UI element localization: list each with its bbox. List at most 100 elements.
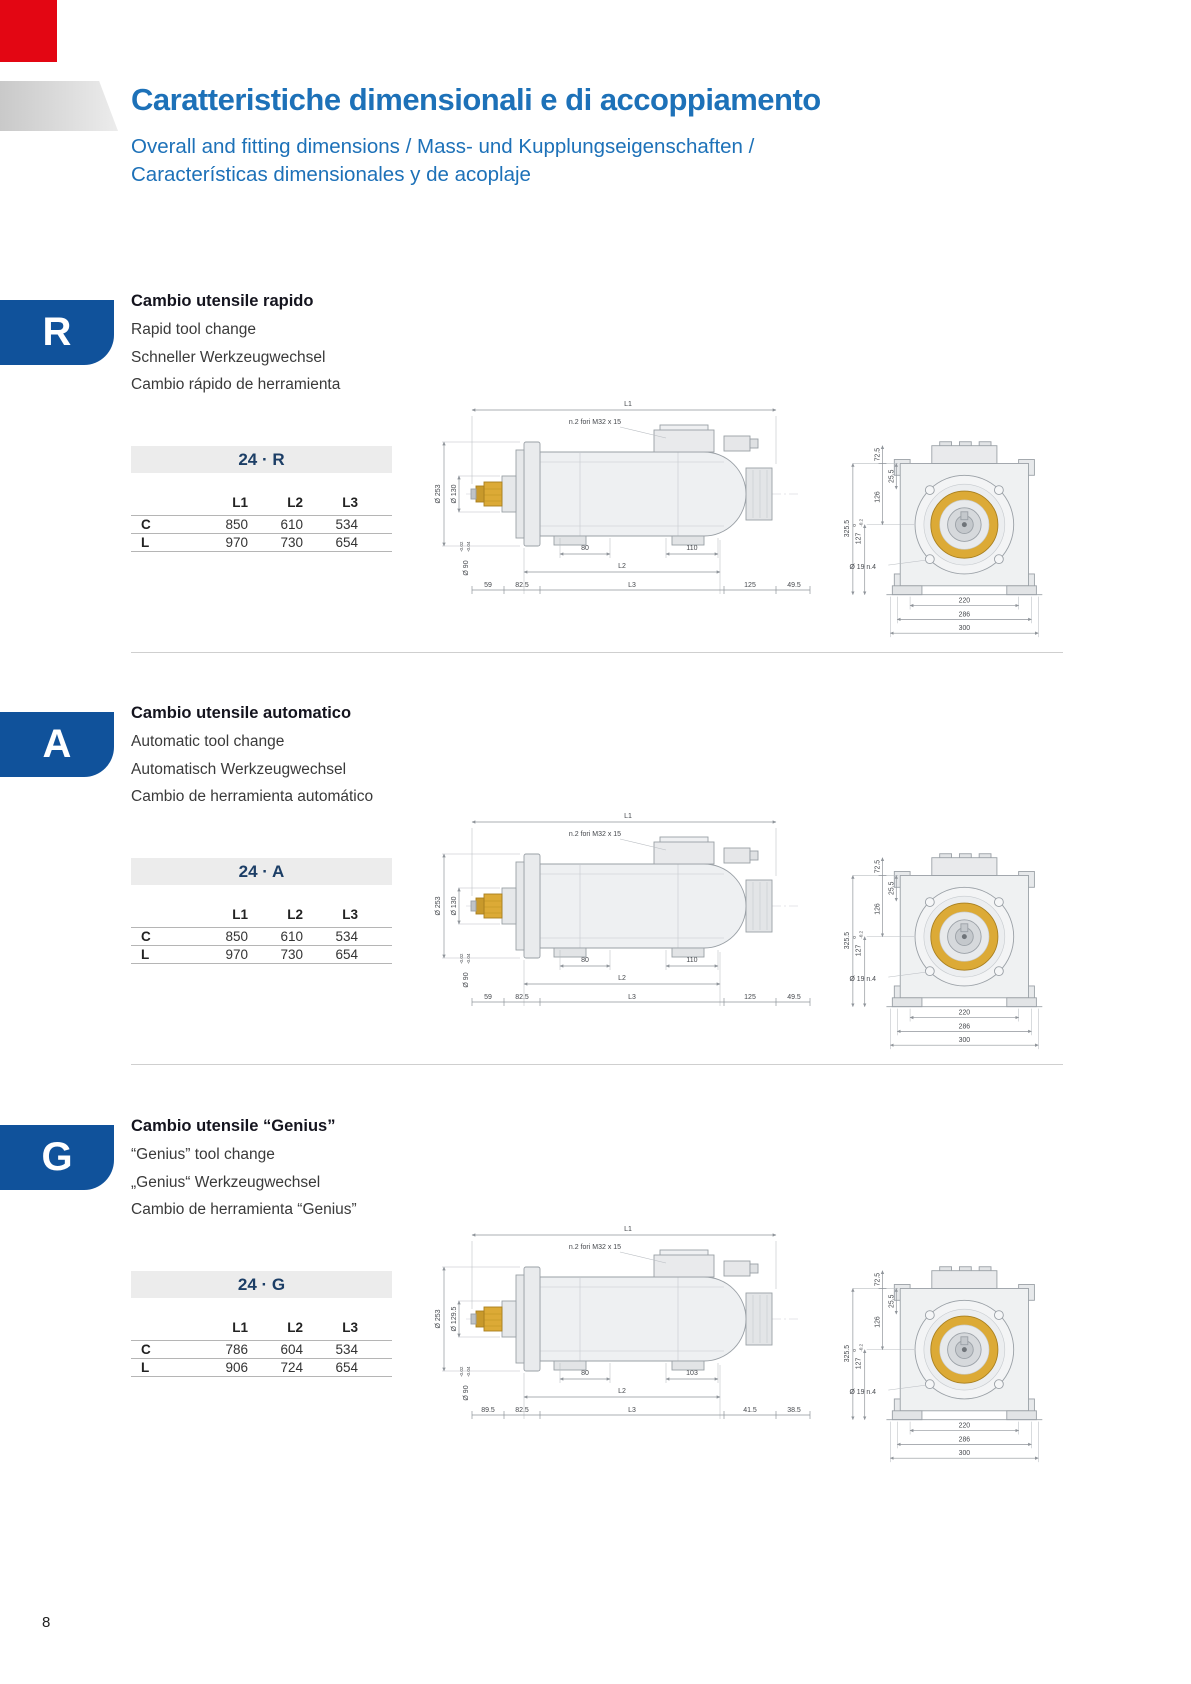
page-subtitle-line1: Overall and fitting dimensions / Mass- u… [131,135,755,158]
section-title: Cambio utensile “Genius” [131,1117,336,1135]
dim-mid-feature: 25.5 [888,469,895,483]
page-subtitle-line2: Características dimensionales y de acopl… [131,163,531,186]
shaft-tolerance-lower: -0.04 [466,1366,471,1377]
bolt-hole [994,1310,1004,1320]
page-title: Caratteristiche dimensionali e di accopp… [131,82,821,117]
dim-mid-feature: 25.5 [888,1294,895,1308]
spindle-nose [470,1266,541,1372]
dim-e: 41.5 [743,1407,757,1414]
svg-text:127: 127 [856,945,863,957]
connector-box [723,847,751,864]
table-row-c: C 850 610 534 [131,515,392,533]
dim-d: 82.5 [515,582,529,589]
row-label: L [141,947,150,962]
rear-cover [745,1292,773,1346]
side-view-drawing: L1 n.2 fori M32 x 15 Ø 253 Ø 130 Ø 90 -0… [435,813,811,1006]
terminal-box-front [931,857,998,876]
bolt-hole [924,897,935,907]
dim-flange-offset: 126 [875,1316,882,1328]
shaft-tip [470,900,477,912]
flange-circles [914,474,1015,575]
dim-flange-offset: 126 [875,903,882,915]
dim-shaft-diameter: Ø 90 -0.02 -0.04 [459,953,471,988]
bolt-hole [924,554,935,565]
section-title: Cambio utensile automatico [131,704,352,722]
dim-c: 59 [484,582,492,589]
tool-collet [483,893,503,919]
motor-body [539,1249,773,1371]
bolt-hole [994,966,1004,977]
shaft-tolerance-lower: -0.04 [466,953,471,964]
dim-nose-diameter: Ø 129.5 [451,1306,458,1331]
dim-holes-note: n.2 fori M32 x 15 [569,1244,621,1251]
page-number: 8 [42,1614,51,1631]
dim-width-2: 286 [959,1023,971,1030]
row-label: C [141,1342,151,1357]
dim-outer-diameter: Ø 253 [435,1309,442,1328]
cell-value: 906 [225,1360,248,1375]
table-title: 24 · G [131,1271,392,1298]
col-header-l1: L1 [232,907,248,922]
table-header-row: L1 L2 L3 [131,1298,392,1340]
keyway [960,923,969,933]
col-header-l1: L1 [232,495,248,510]
cell-value: 610 [280,517,303,532]
spec-table: 24 · A L1 L2 L3 C 850 610 534 L 970 730 … [131,858,392,964]
mounting-foot [553,1360,587,1371]
shaft-tolerance-upper: -0.02 [459,1366,464,1377]
col-header-l3: L3 [342,1320,358,1335]
dim-e: 125 [744,582,756,589]
dim-f: 49.5 [787,994,801,1001]
shaft-tolerance-upper: -0.02 [459,541,464,552]
mounting-foot [1006,585,1037,596]
col-header-l3: L3 [342,907,358,922]
table-row-l: L 970 730 654 [131,533,392,551]
svg-text:Ø 90: Ø 90 [463,560,470,575]
height-tolerance-upper: 0 [852,936,857,939]
section-title: Cambio utensile rapido [131,292,314,310]
terminal-box [653,429,715,453]
front-dimensions: 325.5 127 0 -0.2 72.5 126 25.5 Ø 19 n.4 … [844,857,1039,1050]
connector-box [723,435,751,452]
shaft-tip [470,1313,477,1325]
dim-shaft-height: 127 0 -0.2 [852,518,864,544]
shaft-tolerance-lower: -0.04 [466,541,471,552]
mounting-foot [891,997,923,1008]
cell-value: 730 [280,947,303,962]
spec-table: 24 · G L1 L2 L3 C 786 604 534 L 906 724 … [131,1271,392,1377]
translation-en: Rapid tool change [131,321,256,338]
dim-b: 110 [686,545,697,552]
col-header-l2: L2 [287,495,303,510]
collet-nut [475,485,485,503]
translation-en: Automatic tool change [131,733,285,750]
terminal-box [653,841,715,865]
side-dimensions: L1 n.2 fori M32 x 15 Ø 253 Ø 130 Ø 90 -0… [435,813,811,1006]
dim-outer-diameter: Ø 253 [435,896,442,915]
flange-circles [914,886,1015,987]
translation-es: Cambio de herramienta automático [131,788,374,805]
translation-de: Schneller Werkzeugwechsel [131,348,326,366]
center-point [961,934,967,940]
mounting-foot [671,1360,705,1371]
connector-box [723,1260,751,1277]
bolt-hole [924,1310,935,1320]
housing [539,863,747,949]
dim-shaft-height: 127 0 -0.2 [852,1343,864,1369]
table-row-l: L 906 724 654 [131,1358,392,1376]
front-flange [523,1266,541,1372]
dim-l1: L1 [624,1226,632,1233]
motor-body [539,424,773,546]
bolt-hole [924,485,935,495]
front-view-drawing: 325.5 127 0 -0.2 72.5 126 25.5 Ø 19 n.4 … [844,853,1043,1050]
translation-es: Cambio rápido de herramienta [131,376,341,393]
section-translations: Automatic tool change Automatisch Werkze… [131,728,373,811]
dim-width-1: 220 [959,598,971,605]
table-header-row: L1 L2 L3 [131,473,392,515]
dim-shaft-height: 127 0 -0.2 [852,930,864,956]
housing [539,1276,747,1362]
dim-bolt-holes: Ø 19 n.4 [850,564,877,571]
dim-d: 82.5 [515,1407,529,1414]
bolt-hole [924,966,935,977]
tool-collet [483,481,503,507]
dim-a: 80 [581,957,589,964]
